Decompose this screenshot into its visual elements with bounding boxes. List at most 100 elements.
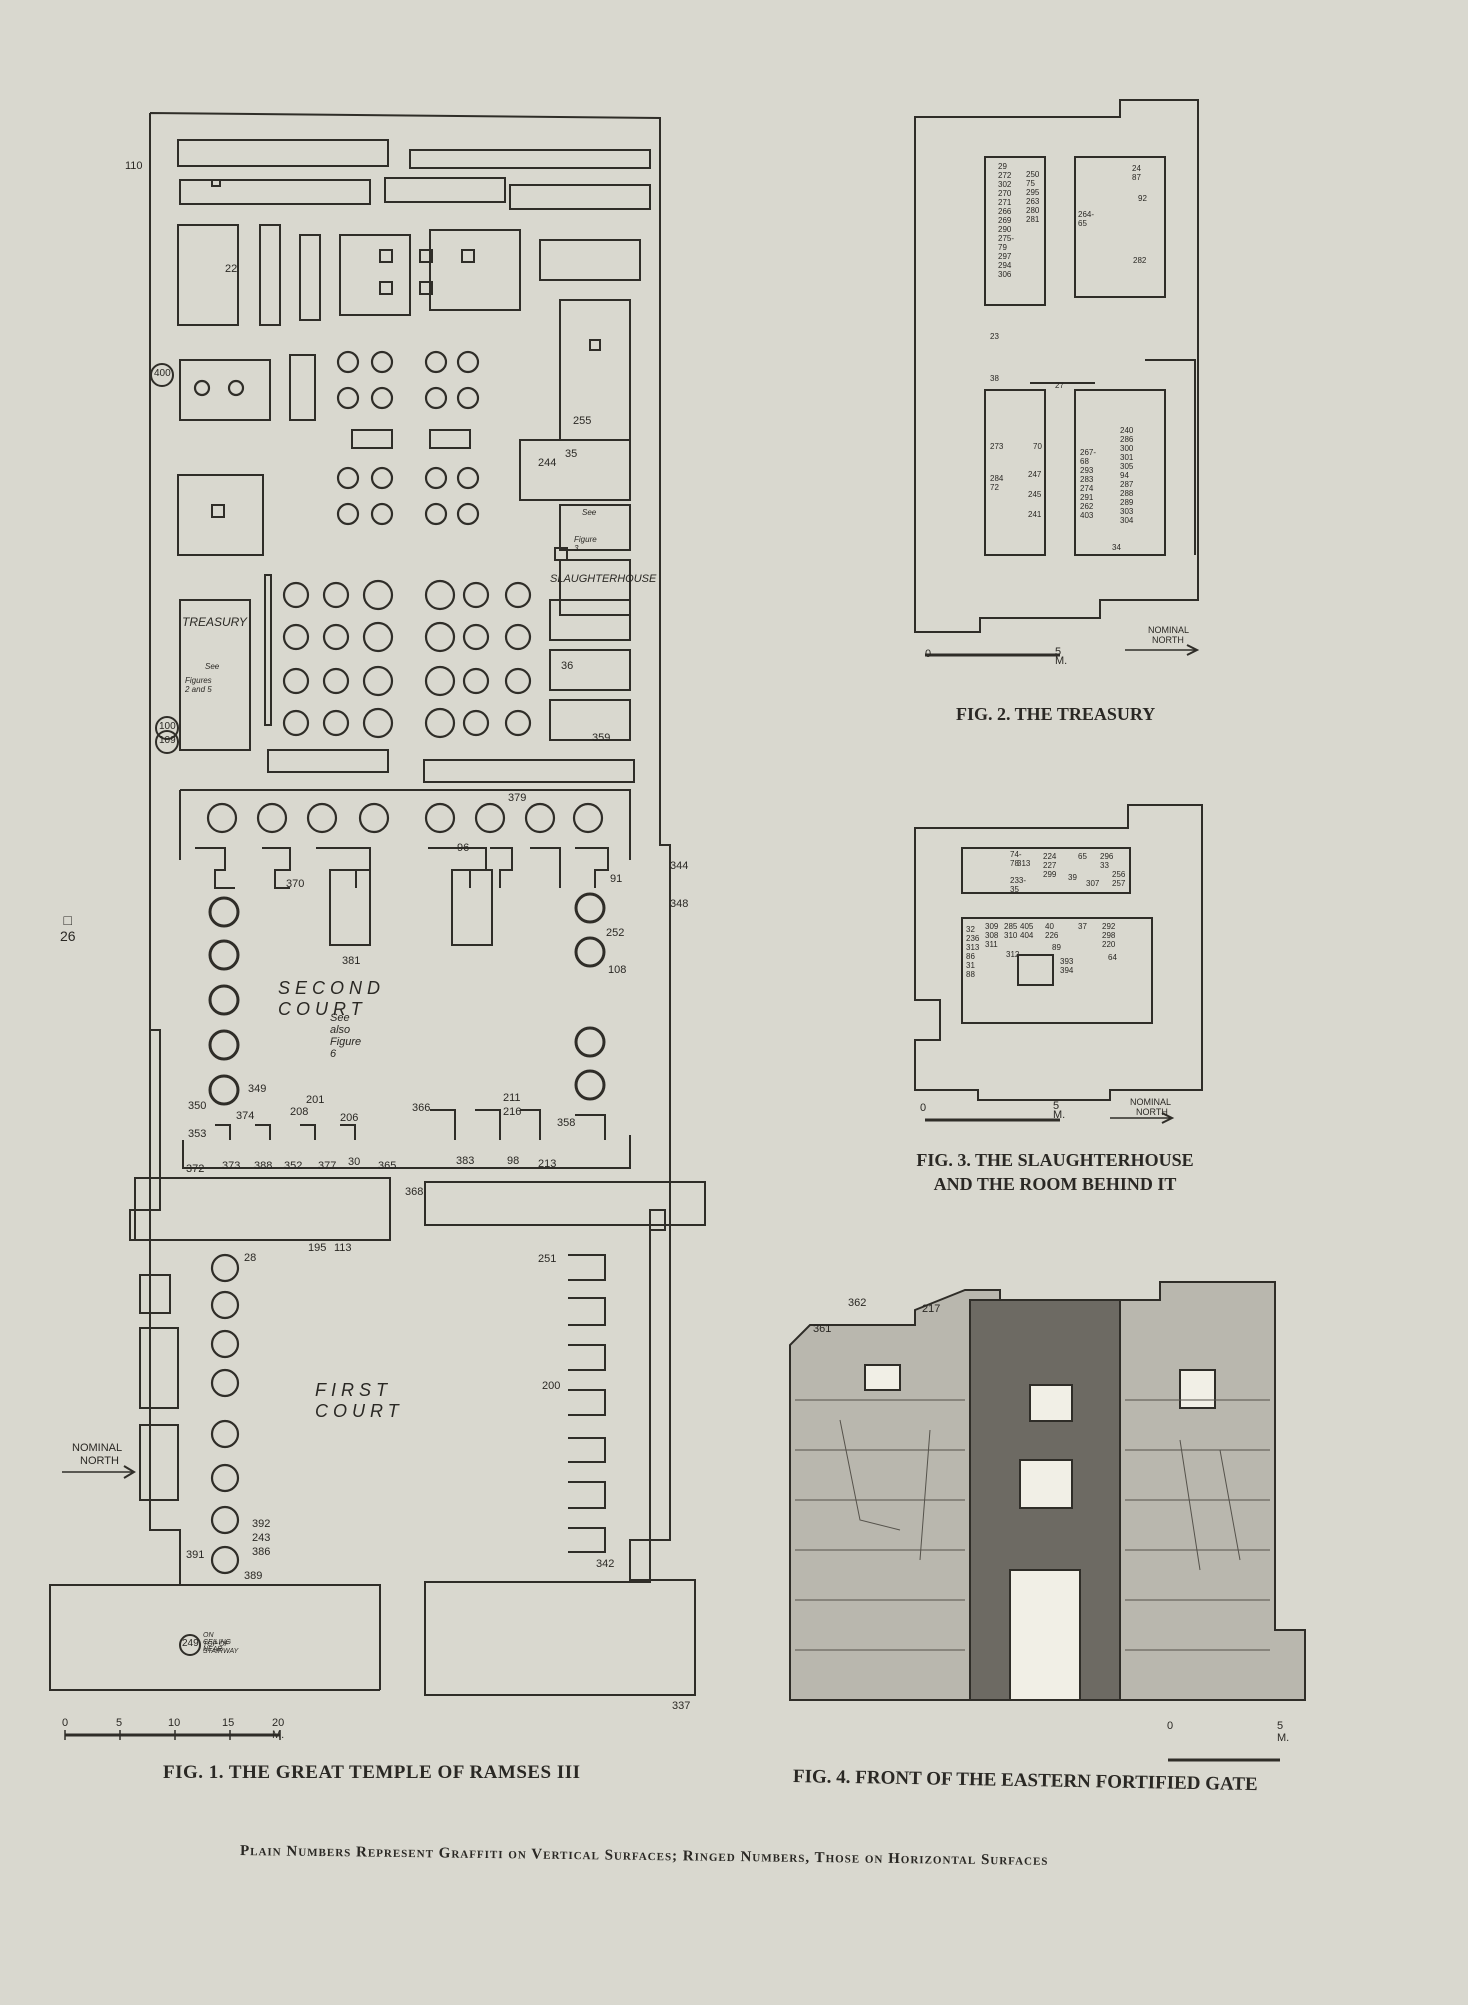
num-label: 366: [412, 1102, 431, 1114]
num-label: 252: [606, 927, 625, 939]
num-label: 370: [286, 878, 305, 890]
num-label: 393: [1060, 957, 1074, 966]
num-label: 267-68: [1080, 448, 1097, 466]
num-label: 243: [252, 1532, 271, 1544]
num-label: 307: [1086, 879, 1100, 888]
num-label: 304: [1120, 516, 1134, 525]
num-label: 403: [1080, 511, 1094, 520]
num-label: 377: [318, 1160, 337, 1172]
num-label: 308: [985, 931, 999, 940]
num-label: 289: [1120, 498, 1134, 507]
num-label: 373: [222, 1160, 241, 1172]
num-label: 86: [966, 952, 975, 961]
fig2-col-a: 29 272 302 270 271 266 269 290 275-79 29…: [998, 162, 1014, 279]
num-label: 350: [188, 1100, 207, 1112]
scale-tick: 5: [116, 1717, 123, 1729]
num-label: 359: [592, 732, 611, 744]
ringed-num-label: 109: [159, 735, 176, 746]
num-label: 39: [1068, 873, 1077, 882]
num-label: 280: [1026, 206, 1040, 215]
ringed-num-label: 100: [159, 721, 176, 732]
see-also-label: See also Figure 6: [330, 1012, 362, 1060]
num-label: 349: [248, 1083, 267, 1095]
num-label: 108: [608, 964, 627, 976]
num-label: 87: [1132, 173, 1141, 182]
treasury-label: TREASURY: [182, 615, 247, 629]
num-label: 372: [186, 1163, 205, 1175]
num-label: 65: [1078, 852, 1087, 861]
num-label: 290: [998, 225, 1012, 234]
num-label: 24: [1132, 164, 1141, 173]
num-label: 40: [1045, 922, 1054, 931]
num-label: 297: [998, 252, 1012, 261]
num-label: 374: [236, 1110, 255, 1122]
num-label: 302: [998, 180, 1012, 189]
num-label: 295: [1026, 188, 1040, 197]
scale-tick: 10: [168, 1717, 181, 1729]
num-label: 271: [998, 198, 1012, 207]
num-label: 298: [1102, 931, 1116, 940]
num-label: 28: [244, 1252, 257, 1264]
ceiling-note: TOP OF STAIRWAY: [203, 1641, 239, 1655]
num-label: 299: [1043, 870, 1057, 879]
num-label: 272: [998, 171, 1012, 180]
num-label: 300: [1120, 444, 1134, 453]
nominal-north-label: NORTH: [80, 1455, 119, 1467]
num-label: 313: [966, 943, 980, 952]
num-label: 29: [998, 162, 1007, 171]
temple-plan: [49, 112, 706, 1740]
num-label: 236: [966, 934, 980, 943]
num-label: 274: [1080, 484, 1094, 493]
num-label: 303: [1120, 507, 1134, 516]
fig3-col-b: 309 308 311: [985, 922, 998, 949]
num-label: 256: [1112, 870, 1126, 879]
num-label: 313: [1017, 859, 1031, 868]
num-label: 110: [125, 160, 143, 172]
nominal-north-label: NOMINAL: [1130, 1097, 1172, 1107]
num-label: 213: [538, 1158, 557, 1170]
num-label: 233-35: [1010, 876, 1027, 894]
num-label: 353: [188, 1128, 207, 1140]
num-label: 269: [998, 216, 1012, 225]
fig2-col-c: 267-68 293 283 274 291 262 403: [1080, 448, 1096, 520]
num-label: 312: [1006, 950, 1020, 959]
fig3-caption-line: FIG. 3. THE SLAUGHTERHOUSE: [916, 1150, 1194, 1170]
fig3-caption-line: AND THE ROOM BEHIND IT: [933, 1174, 1177, 1194]
treasury-plan: [914, 99, 1200, 657]
num-label: 309: [985, 922, 999, 931]
num-label: 337: [672, 1700, 691, 1712]
see-note: Figures 2 and 5: [185, 676, 212, 694]
num-label: 195: [308, 1242, 327, 1254]
num-label: 266: [998, 207, 1012, 216]
num-label: 113: [334, 1242, 352, 1254]
nominal-north-label: NOMINAL: [1148, 625, 1190, 635]
num-label: 296: [1100, 852, 1114, 861]
num-label: 392: [252, 1518, 271, 1530]
num-label: 270: [998, 189, 1012, 198]
scale-tick: 0: [1167, 1720, 1174, 1732]
num-label: 201: [306, 1094, 325, 1106]
num-label: 362: [848, 1297, 867, 1309]
num-label: 285: [1004, 922, 1018, 931]
num-label: 282: [1133, 256, 1147, 265]
scale-tick: 0: [925, 648, 932, 660]
num-label: 220: [1102, 940, 1116, 949]
num-label: 361: [813, 1323, 832, 1335]
num-label: 32: [966, 925, 975, 934]
num-label: 216: [503, 1106, 522, 1118]
num-label: 227: [1043, 861, 1057, 870]
num-label: 92: [1138, 194, 1147, 203]
nominal-north-label: NOMINAL: [72, 1442, 123, 1454]
side-note-box: □: [63, 912, 73, 928]
num-label: 275-79: [998, 234, 1015, 252]
num-label: 211: [503, 1092, 521, 1104]
num-label: 33: [1100, 861, 1109, 870]
num-label: 292: [1102, 922, 1116, 931]
ceiling-note: ON CEILING NEAR: [203, 1632, 232, 1653]
nominal-north-label: NORTH: [1152, 635, 1184, 645]
scale-tick: 5 M.: [1055, 646, 1068, 667]
num-label: 310: [1004, 931, 1018, 940]
num-label: 306: [998, 270, 1012, 279]
num-label: 200: [542, 1380, 561, 1392]
